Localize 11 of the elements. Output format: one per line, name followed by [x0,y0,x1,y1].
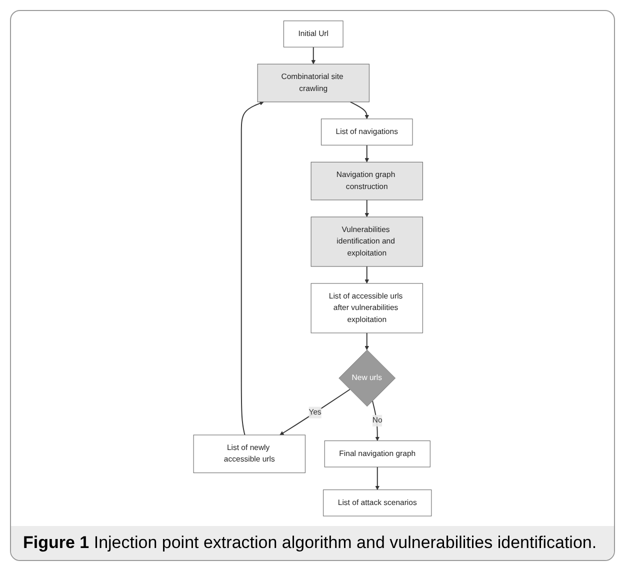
arrow [280,388,350,436]
arrow [350,101,369,120]
arrow [372,400,380,441]
figure-caption: Figure 1 Injection point extraction algorithm and vulnerabilities identification. [11,526,614,560]
arrow [311,46,316,64]
arrow [364,332,369,350]
arrow [364,144,369,162]
arrow [375,466,380,490]
arrow [364,199,369,218]
arrow [240,101,264,436]
arrow [364,266,369,284]
